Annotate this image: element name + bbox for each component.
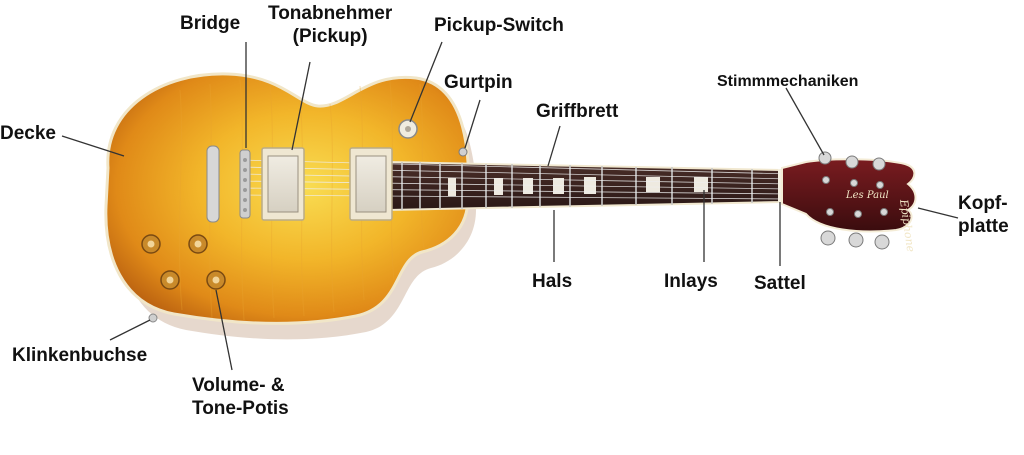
label-kopfplatte-line1: Kopf- bbox=[958, 192, 1009, 215]
leader-klinkenbuchse bbox=[110, 320, 150, 340]
label-gurtpin: Gurtpin bbox=[444, 71, 513, 94]
label-kopfplatte-line2: platte bbox=[958, 215, 1009, 238]
label-potis-line2: Tone-Potis bbox=[192, 397, 289, 420]
stop-tailpiece bbox=[207, 146, 219, 222]
leader-gurtpin bbox=[465, 100, 480, 148]
leader-kopfplatte bbox=[918, 208, 958, 218]
bridge-pickup-cover bbox=[268, 156, 298, 212]
leader-stimmmechaniken bbox=[786, 88, 824, 155]
label-decke: Decke bbox=[0, 122, 56, 145]
headstock-model-logo: Les Paul bbox=[845, 190, 889, 201]
strap-pin bbox=[459, 148, 467, 156]
label-bridge: Bridge bbox=[180, 12, 240, 35]
label-griffbrett: Griffbrett bbox=[536, 100, 618, 123]
neck-pickup-cover bbox=[356, 156, 386, 212]
label-potis-line1: Volume- & bbox=[192, 374, 289, 397]
label-stimmmechaniken: Stimmmechaniken bbox=[717, 70, 858, 93]
label-tonabnehmer-line1: Tonabnehmer bbox=[268, 2, 392, 25]
output-jack bbox=[149, 314, 157, 322]
label-tonabnehmer: Tonabnehmer (Pickup) bbox=[268, 2, 392, 48]
leader-griffbrett bbox=[548, 126, 560, 166]
label-inlays: Inlays bbox=[664, 270, 718, 293]
label-tonabnehmer-line2: (Pickup) bbox=[268, 25, 392, 48]
label-kopfplatte: Kopf- platte bbox=[958, 192, 1009, 238]
label-potis: Volume- & Tone-Potis bbox=[192, 374, 289, 420]
label-pickup-switch: Pickup-Switch bbox=[434, 14, 564, 37]
label-hals: Hals bbox=[532, 270, 572, 293]
label-sattel: Sattel bbox=[754, 272, 806, 295]
label-klinkenbuchse: Klinkenbuchse bbox=[12, 344, 147, 367]
